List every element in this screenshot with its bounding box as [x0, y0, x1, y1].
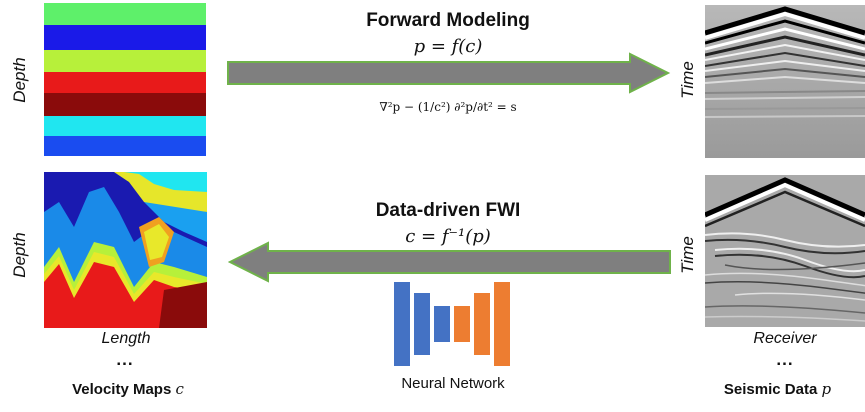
right-ellipsis: ...: [776, 350, 794, 369]
time-axis-label-top: Time: [678, 61, 697, 99]
seismic-data-caption-var: p: [821, 380, 832, 398]
neural-network-label: Neural Network: [401, 375, 505, 392]
receiver-axis-label: Receiver: [753, 330, 817, 347]
time-axis-label-bottom: Time: [678, 236, 697, 274]
inverse-formula: c = f⁻¹(p): [405, 226, 491, 247]
seismic-data-bottom: [705, 175, 865, 327]
nn-layer-3: [434, 306, 450, 342]
nn-layer-2: [414, 293, 430, 355]
nn-layer-5: [474, 293, 490, 355]
nn-layer-4: [454, 306, 470, 342]
left-ellipsis: ...: [116, 350, 134, 369]
seismic-data-caption-text: Seismic Data: [723, 381, 818, 398]
neural-network-diagram: [394, 282, 510, 366]
forward-formula: p = f(c): [413, 36, 483, 57]
velocity-map-layered: [44, 3, 206, 156]
length-axis-label: Length: [101, 330, 151, 347]
seismic-data-caption: Seismic Data p: [690, 380, 865, 398]
inverse-arrow: [228, 241, 671, 283]
velocity-maps-caption-var: c: [175, 380, 184, 398]
nn-layer-1: [394, 282, 410, 366]
forward-arrow: [227, 52, 671, 94]
nn-layer-6: [494, 282, 510, 366]
seismic-data-top: [705, 5, 865, 158]
velocity-map-folded: [44, 172, 207, 328]
velocity-maps-caption-text: Velocity Maps: [72, 381, 172, 398]
velocity-maps-caption: Velocity Maps c: [28, 380, 228, 398]
wave-equation: ∇²p − (1/c²) ∂²p/∂t² = s: [379, 100, 517, 114]
forward-modeling-title: Forward Modeling: [366, 10, 530, 31]
depth-axis-label-bottom: Depth: [10, 232, 29, 278]
data-driven-fwi-title: Data-driven FWI: [375, 200, 521, 221]
depth-axis-label-top: Depth: [10, 57, 29, 103]
